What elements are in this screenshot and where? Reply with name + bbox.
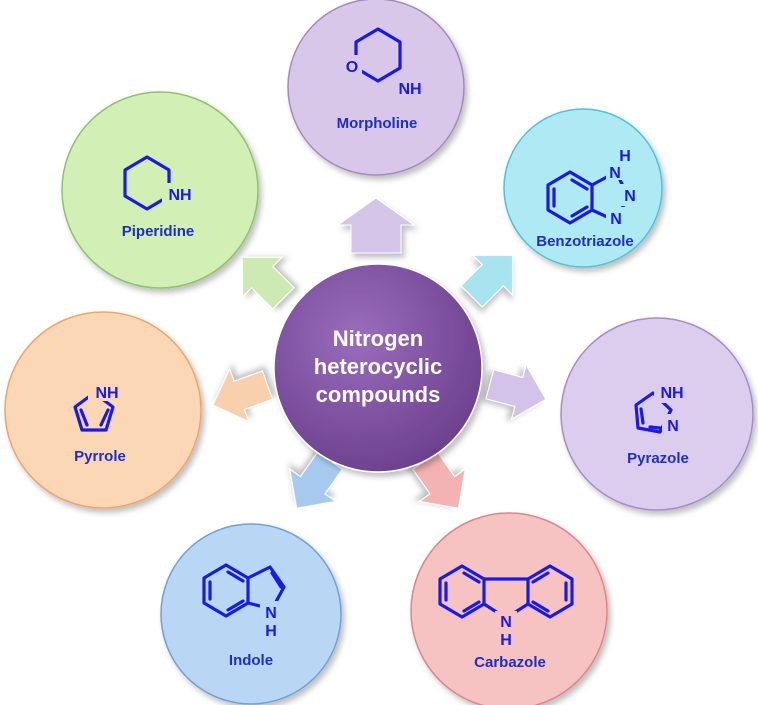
arrow-to-benzotriazole (460, 254, 514, 308)
indole-atom-n: N (265, 605, 277, 622)
benzotriazole-atom-h: H (619, 148, 631, 165)
benzotriazole-structure: H N N N (546, 148, 641, 229)
piperidine-atom-nh: NH (168, 187, 191, 204)
indole-structure: N H (202, 563, 286, 640)
pyrrole-atom-nh: NH (95, 385, 118, 402)
benzotriazole-atom-n1: N (609, 165, 621, 182)
carbazole-structure: N H (438, 564, 574, 649)
center-node: Nitrogen heterocyclic compounds (273, 263, 483, 473)
center-title-line-2: heterocyclic (314, 354, 442, 379)
center-circle (273, 263, 483, 473)
node-pyrazole: NH N Pyrazole (560, 317, 754, 511)
indole-atom-h: H (265, 623, 277, 640)
pyrazole-atom-nh: NH (660, 385, 683, 402)
arrow-to-morpholine (336, 197, 416, 254)
benzotriazole-atom-n2: N (624, 188, 636, 205)
carbazole-atom-n: N (500, 614, 512, 631)
node-pyrrole: NH Pyrrole (4, 311, 202, 509)
pyrazole-structure: NH N (634, 381, 688, 436)
center-title-line-1: Nitrogen (333, 326, 423, 351)
pyrrole-structure: NH (73, 381, 122, 432)
morpholine-atom-o: O (346, 59, 358, 76)
center-title-line-3: compounds (316, 382, 441, 407)
benzotriazole-label: Benzotriazole (536, 233, 634, 250)
node-morpholine: O NH Morpholine (287, 0, 465, 176)
pyrazole-atom-n: N (667, 418, 679, 435)
node-piperidine: NH Piperidine (61, 91, 259, 289)
arrows (212, 197, 547, 509)
indole-label: Indole (229, 652, 273, 669)
arrow-to-pyrazole (485, 363, 547, 421)
piperidine-label: Piperidine (122, 223, 195, 240)
benzotriazole-atom-n3: N (610, 211, 622, 228)
node-carbazole: N H Carbazole (410, 512, 608, 705)
pyrrole-label: Pyrrole (74, 448, 126, 465)
node-benzotriazole: H N N N Benzotriazole (503, 108, 663, 268)
carbazole-label: Carbazole (474, 654, 546, 671)
arrow-to-piperidine (241, 256, 295, 310)
node-indole: N H Indole (160, 523, 342, 705)
pyrazole-label: Pyrazole (627, 450, 689, 467)
arrow-to-pyrrole (212, 367, 274, 423)
morpholine-label: Morpholine (337, 115, 418, 132)
carbazole-atom-h: H (500, 632, 512, 649)
morpholine-atom-nh: NH (398, 81, 421, 98)
piperidine-structure: NH (123, 155, 198, 211)
morpholine-structure: O NH (340, 27, 426, 99)
